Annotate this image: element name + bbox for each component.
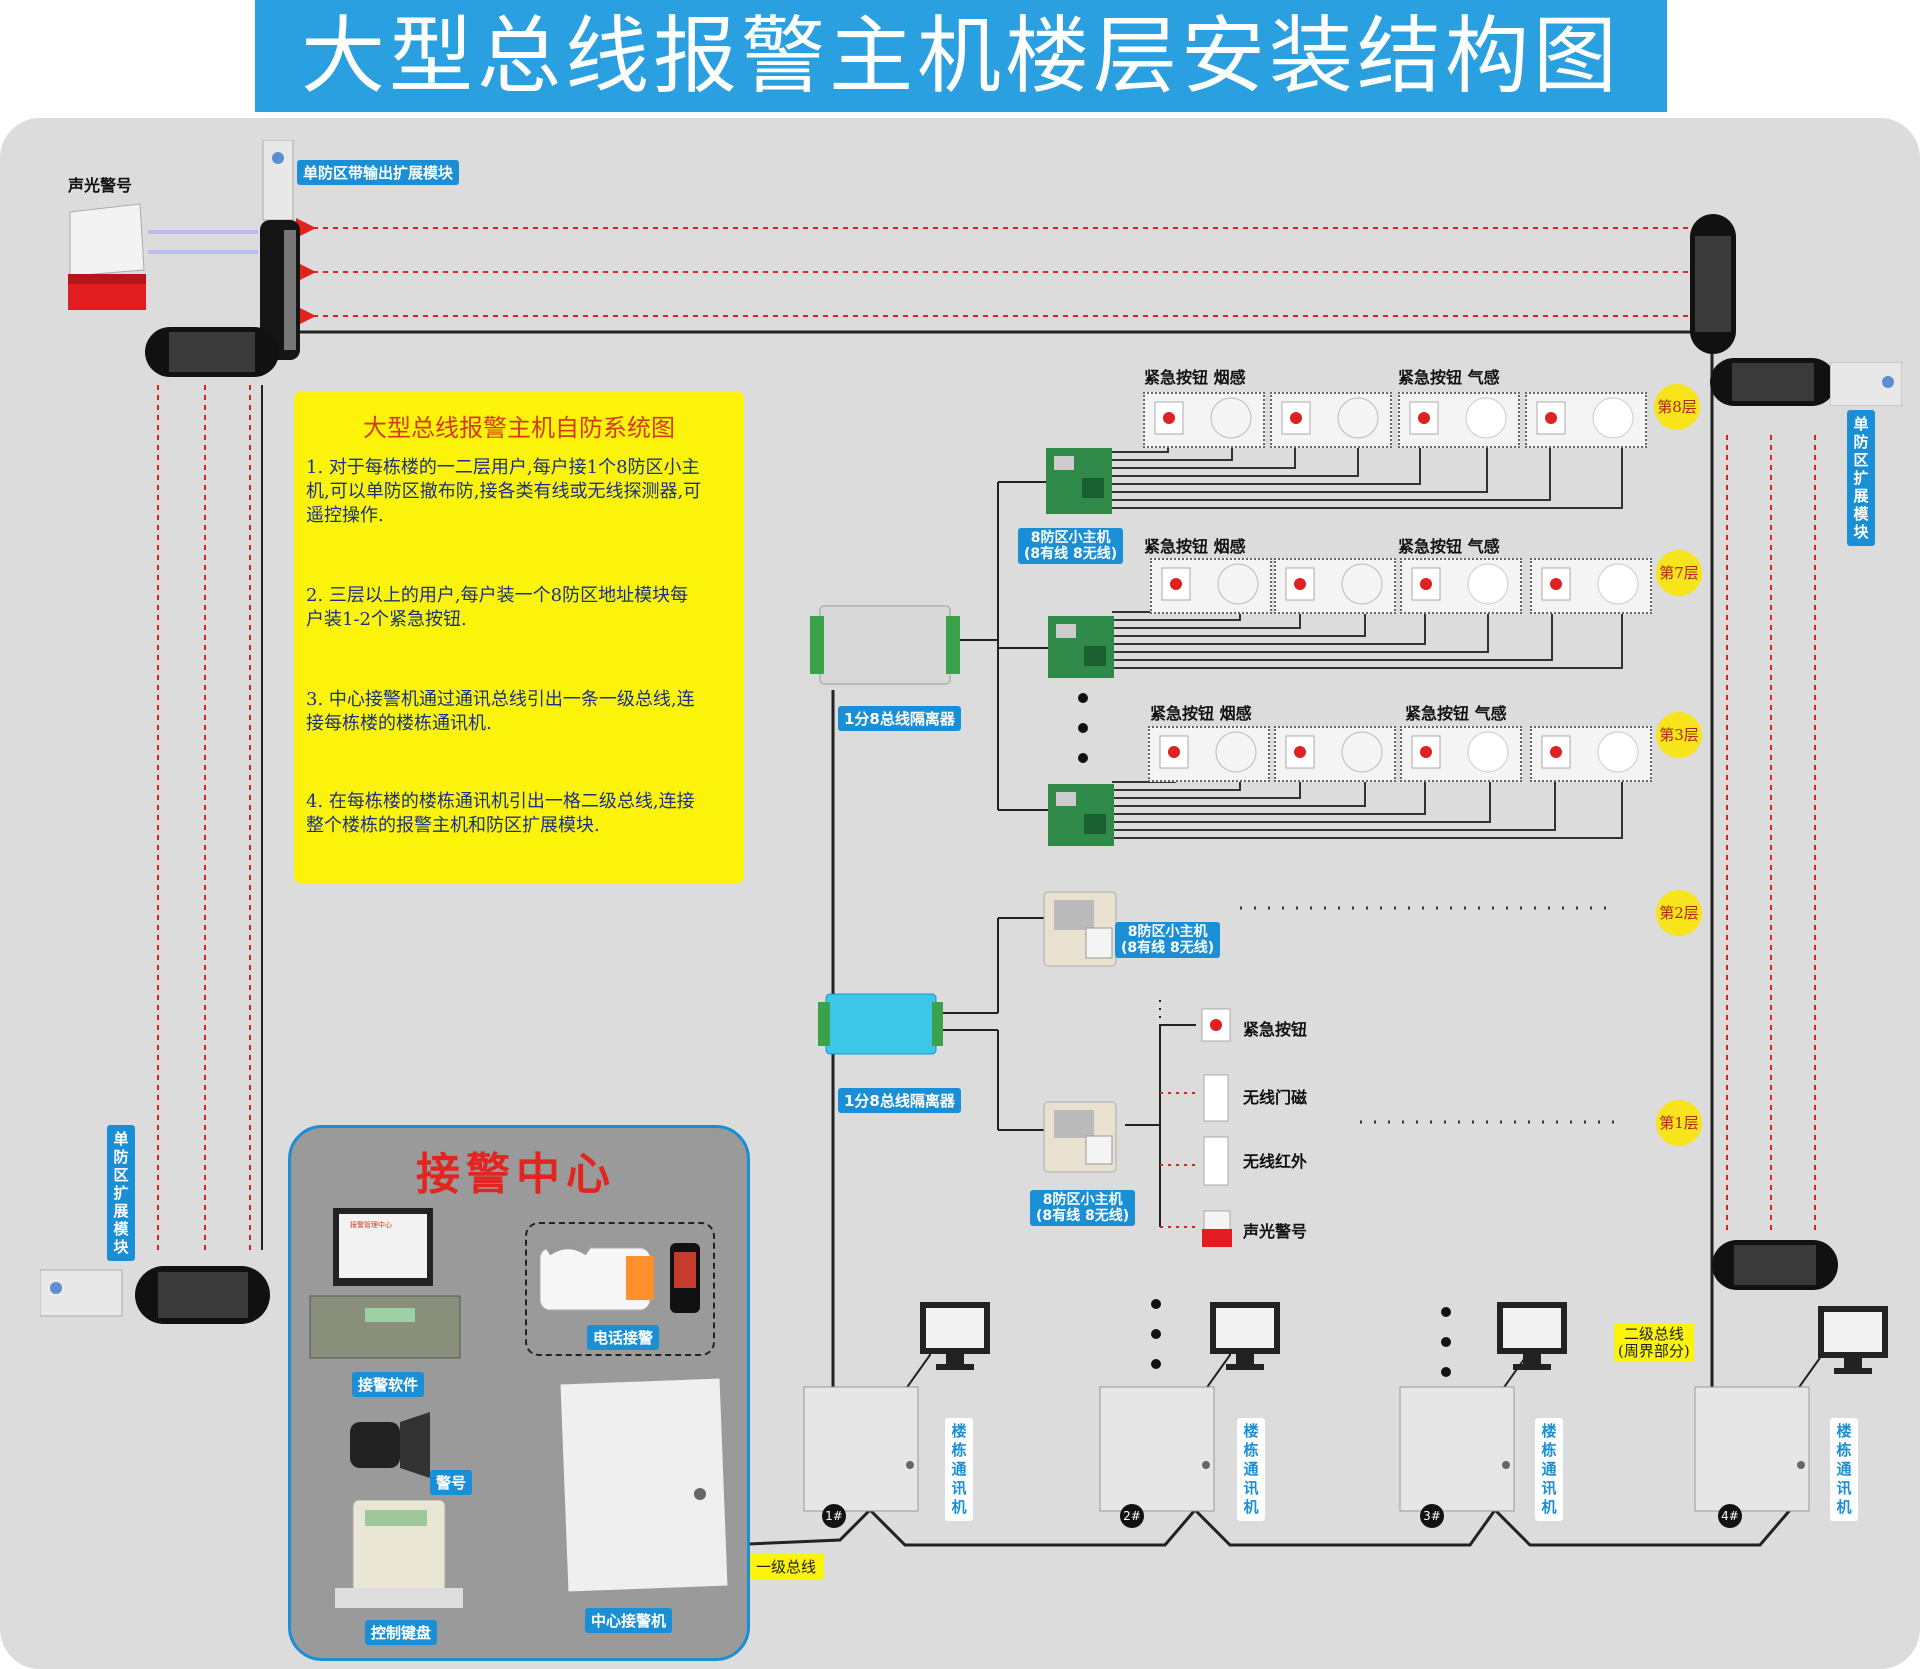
floor8-devices	[1154, 397, 1634, 439]
wireless-ir-label: 无线红外	[1243, 1152, 1308, 1171]
level1-bus-label: 一级总线	[748, 1554, 825, 1579]
horn-label: 警号	[430, 1470, 473, 1495]
ellipsis-icon	[1441, 1307, 1451, 1377]
output-module-icon	[260, 140, 300, 360]
info-item-2: 2. 三层以上的用户,每户装一个8防区地址模块每户装1-2个紧急按钮.	[306, 585, 689, 630]
info-item-3: 3. 中心接警机通过通讯总线引出一条一级总线,连接每栋楼的楼栋通讯机.	[306, 689, 695, 734]
zone-module-board-icon	[1048, 784, 1114, 846]
level2-bus-label: 二级总线(周界部分)	[1614, 1324, 1694, 1362]
bus-isolator-icon	[810, 605, 960, 685]
left-module-label: 单防区扩展模块	[107, 1125, 135, 1261]
page-title: 大型总线报警主机楼层安装结构图	[300, 7, 1621, 105]
floor1-devices	[1201, 1008, 1232, 1247]
monitor-icon	[1497, 1302, 1567, 1370]
beam-detector-icon	[145, 327, 279, 377]
monitor-icon	[1210, 1302, 1280, 1370]
floor7-smoke-label: 紧急按钮 烟感	[1144, 537, 1246, 556]
floor-badge-8: 第8层	[1654, 384, 1700, 430]
floor8-smoke-label: 紧急按钮 烟感	[1144, 368, 1246, 387]
floor-badge-3: 第3层	[1656, 712, 1702, 758]
floor8-host-label: 8防区小主机(8有线 8无线)	[1018, 528, 1124, 564]
output-module-label: 单防区带输出扩展模块	[297, 160, 460, 185]
bus-isolator-icon	[818, 993, 943, 1055]
control-keyboard-icon	[335, 1500, 463, 1608]
floor3-smoke-label: 紧急按钮 烟感	[1150, 704, 1252, 723]
siren-cable-icon	[148, 230, 258, 254]
right-module-label: 单防区扩展模块	[1847, 410, 1875, 546]
siren-label: 声光警号	[68, 176, 133, 195]
isolator-label-lower: 1分8总线隔离器	[838, 1088, 961, 1113]
info-item-1: 1. 对于每栋楼的一二层用户,每户接1个8防区小主机,可以单防区撤布防,接各类有…	[306, 457, 702, 526]
info-item-4: 4. 在每栋楼的楼栋通讯机引出一格二级总线,连接整个楼栋的报警主机和防区扩展模块…	[306, 791, 695, 836]
wireless-door-label: 无线门磁	[1243, 1088, 1308, 1107]
building-comm-icon	[1694, 1386, 1810, 1512]
horn-icon	[350, 1412, 430, 1478]
ellipsis-icon	[1078, 693, 1088, 763]
floor7-devices	[1161, 563, 1639, 605]
info-box	[294, 391, 744, 884]
floor7-gas-label: 紧急按钮 气感	[1398, 537, 1500, 556]
floor1-siren-label: 声光警号	[1243, 1222, 1308, 1241]
isolator-label-upper: 1分8总线隔离器	[838, 706, 961, 731]
floor1-host-label: 8防区小主机(8有线 8无线)	[1030, 1190, 1136, 1226]
receiving-center-title: 接警中心	[416, 1149, 616, 1200]
ellipsis-icon	[1151, 1299, 1161, 1369]
floor3-devices	[1159, 731, 1639, 773]
floor3-gas-label: 紧急按钮 气感	[1405, 704, 1507, 723]
monitor-icon	[1818, 1306, 1888, 1374]
phone-label: 电话接警	[587, 1325, 660, 1350]
info-box-title: 大型总线报警主机自防系统图	[363, 414, 675, 442]
floor-badge-2: 第2层	[1656, 890, 1702, 936]
screen-text: 报警管理中心	[350, 1221, 392, 1229]
strobe-siren-icon	[68, 203, 146, 310]
keypad-host-icon	[1043, 891, 1117, 967]
floor-badge-1: 第1层	[1656, 1100, 1702, 1146]
building-number-1: 1#	[822, 1504, 846, 1528]
building-number-4: 4#	[1718, 1504, 1742, 1528]
building-comm-icon	[1099, 1386, 1215, 1512]
building-number-3: 3#	[1420, 1504, 1444, 1528]
building-comm-label: 楼栋通讯机	[1237, 1418, 1265, 1521]
center-host-label: 中心接警机	[585, 1608, 673, 1633]
floor2-host-label: 8防区小主机(8有线 8无线)	[1115, 922, 1221, 958]
beam-detector-icon	[1712, 1240, 1838, 1290]
emergency-button-label: 紧急按钮	[1243, 1020, 1308, 1039]
keyboard-label: 控制键盘	[365, 1620, 438, 1645]
title-bar	[255, 0, 1667, 112]
building-comm-label: 楼栋通讯机	[945, 1418, 973, 1521]
center-host-icon	[560, 1378, 729, 1592]
monitor-icon	[920, 1302, 990, 1370]
alarm-software-label: 接警软件	[352, 1372, 425, 1397]
building-number-2: 2#	[1120, 1504, 1144, 1528]
extension-module-icon	[1830, 362, 1902, 406]
floor8-gas-label: 紧急按钮 气感	[1398, 368, 1500, 387]
building-comm-icon	[803, 1386, 919, 1512]
beam-detector-icon	[40, 1266, 270, 1324]
zone-module-board-icon	[1046, 448, 1112, 514]
beam-detector-icon	[1710, 358, 1836, 406]
telephone-icon	[539, 1241, 700, 1313]
zone-module-board-icon	[1048, 616, 1114, 678]
beam-detector-icon	[1690, 214, 1736, 354]
phone-group	[525, 1222, 715, 1356]
alarm-software-icon	[309, 1208, 461, 1359]
building-comm-label: 楼栋通讯机	[1535, 1418, 1563, 1521]
floor-badge-7: 第7层	[1656, 550, 1702, 596]
building-comm-icon	[1399, 1386, 1515, 1512]
keypad-host-icon	[1043, 1101, 1117, 1173]
building-comm-label: 楼栋通讯机	[1830, 1418, 1858, 1521]
